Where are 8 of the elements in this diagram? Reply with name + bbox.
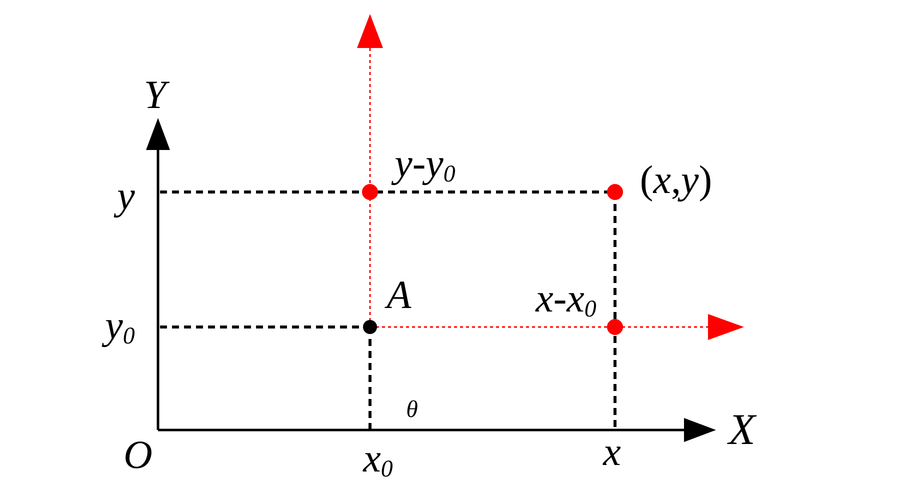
tick-label: x$_{0}$: [363, 438, 393, 482]
tick-label: x: [603, 432, 621, 472]
point-label: A: [386, 275, 412, 315]
difference-label: x-x$_{0}$: [536, 278, 596, 322]
origin-label: O: [124, 435, 152, 475]
axis-label: X: [728, 408, 756, 452]
angle-label: θ: [406, 398, 418, 422]
point-label: (x,y): [640, 160, 712, 200]
